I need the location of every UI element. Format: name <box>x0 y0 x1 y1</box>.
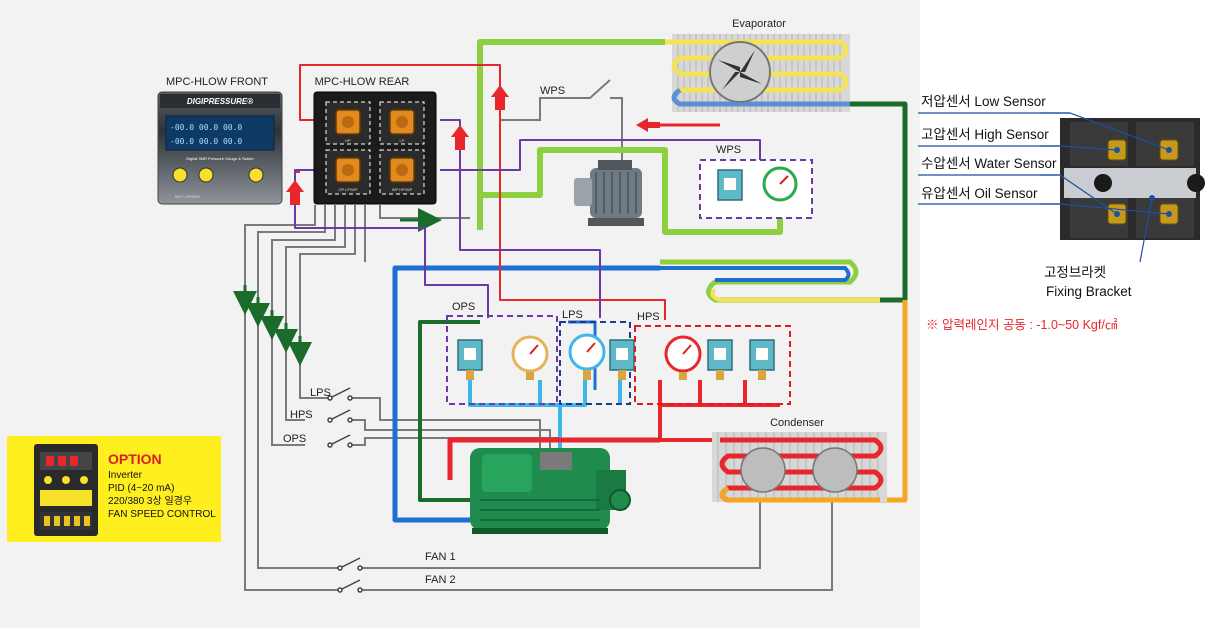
mpc-front-panel: DIGIPRESSURE® -00.0 00.0 00.0 -00.0 00.0… <box>157 76 283 205</box>
heat-exchanger-coil <box>660 259 880 303</box>
compressor <box>470 448 631 534</box>
wps-group-label: WPS <box>716 144 741 156</box>
front-brand-label: DIGIPRESSURE® <box>187 97 253 106</box>
front-set-button[interactable] <box>248 167 264 183</box>
rear-title: MPC-HLOW REAR <box>315 76 410 88</box>
sensor-label-water: 수압센서 Water Sensor <box>921 156 1057 171</box>
evaporator-label: Evaporator <box>732 18 786 30</box>
front-sub-label: Digital 3MR Pressure Gauge & Switch <box>186 156 254 161</box>
relay-contacts <box>327 387 363 593</box>
sensor-label-oil: 유압센서 Oil Sensor <box>921 186 1038 201</box>
front-up-button[interactable] <box>172 167 188 183</box>
evaporator: Evaporator <box>665 18 850 112</box>
option-panel: OPTION Inverter PID (4~20 mA) 220/380 3상… <box>7 436 221 542</box>
ops-group-label: OPS <box>452 301 475 313</box>
rear-port-4-label: WP HP/WP <box>392 187 413 192</box>
front-down-button[interactable] <box>198 167 214 183</box>
condenser-label: Condenser <box>770 417 824 429</box>
lps-group-label: LPS <box>562 309 583 321</box>
lps-gauge-group: LPS <box>559 309 635 405</box>
sensor-bracket: 저압센서 Low Sensor 고압센서 High Sensor 수압센서 Wa… <box>918 94 1205 299</box>
rear-port-3-label: OP LP/WP <box>338 187 358 192</box>
rear-port-2-label: LP <box>400 138 405 143</box>
mpc-rear-panel: HP LP OP LP/WP WP HP/WP MPC-HLOW REAR <box>313 76 437 205</box>
option-line-2: PID (4~20 mA) <box>108 483 174 494</box>
fixing-bracket-ko: 고정브라켓 <box>1044 265 1106 280</box>
front-series-label: MPC-SERIES <box>175 194 200 199</box>
option-line-3: 220/380 3상 일경우 <box>108 494 192 507</box>
fixing-bracket-en: Fixing Bracket <box>1046 284 1132 299</box>
wps-gauge-group: WPS <box>699 144 813 219</box>
ops-gauge-group: OPS <box>446 301 558 405</box>
rear-port-1-label: HP <box>345 138 351 143</box>
condenser: Condenser <box>712 417 887 503</box>
signal-arrows <box>233 208 442 366</box>
red-arrows <box>286 85 660 205</box>
fan1-label: FAN 1 <box>425 551 456 563</box>
option-line-1: Inverter <box>108 470 143 481</box>
front-title: MPC-HLOW FRONT <box>166 76 268 88</box>
water-pump-motor <box>574 160 644 226</box>
relay-ops-label: OPS <box>283 433 306 445</box>
hps-gauge-group: HPS <box>634 311 791 405</box>
wps-switch-label: WPS <box>540 85 565 97</box>
lcd-row-2: -00.0 00.0 00.0 <box>170 137 242 146</box>
option-title: OPTION <box>108 451 162 467</box>
sensor-label-low: 저압센서 Low Sensor <box>921 94 1046 109</box>
sensor-label-high: 고압센서 High Sensor <box>921 127 1049 142</box>
pressure-range-note: ※ 압력레인지 공동 : -1.0~50 Kgf/㎠ <box>926 318 1118 332</box>
relay-hps-label: HPS <box>290 409 313 421</box>
fan2-label: FAN 2 <box>425 574 456 586</box>
relay-lps-label: LPS <box>310 387 331 399</box>
lcd-row-1: -00.0 00.0 00.0 <box>170 123 242 132</box>
hps-group-label: HPS <box>637 311 660 323</box>
option-line-4: FAN SPEED CONTROL <box>108 509 216 520</box>
